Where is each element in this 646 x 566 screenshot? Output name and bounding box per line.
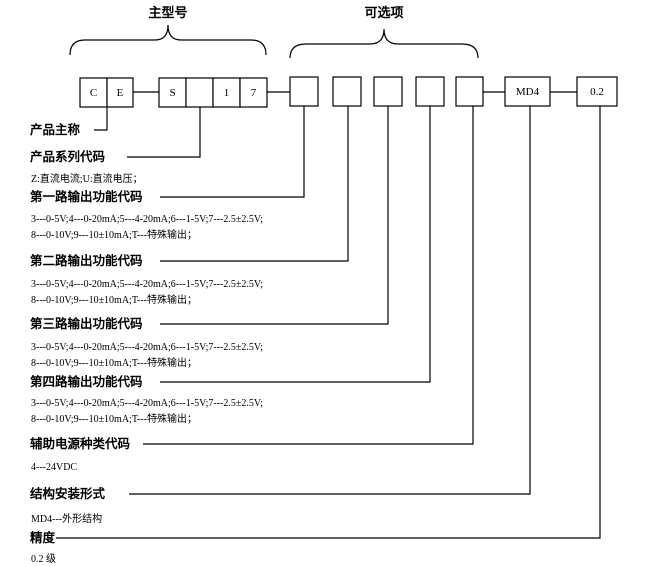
code-box-11	[455, 76, 484, 107]
label-series-code: 产品系列代码	[30, 149, 105, 164]
code-box-13	[576, 76, 618, 107]
code-box-2	[106, 77, 134, 108]
code-box-6	[239, 77, 268, 108]
code-box-3	[158, 77, 187, 108]
desc-output-3-line-2: 8---0-10V;9---10±10mA;T---特殊输出；	[31, 356, 197, 369]
code-box-10	[415, 76, 445, 107]
label-product-name: 产品主称	[30, 122, 81, 137]
label-mounting: 结构安装形式	[30, 486, 106, 501]
desc-output-2-line-1: 3---0-5V;4---0-20mA;5---4-20mA;6---1-5V;…	[31, 279, 263, 290]
desc-accuracy: 0.2 级	[31, 553, 56, 565]
label-output-3: 第三路输出功能代码	[30, 316, 143, 331]
code-char-13: 0.2	[590, 86, 604, 98]
options-header: 可选项	[364, 5, 403, 21]
leader-8	[129, 106, 531, 495]
leader-1	[94, 107, 108, 131]
code-char-1: C	[90, 87, 97, 99]
label-output-4: 第四路输出功能代码	[30, 374, 143, 389]
leader-9	[56, 106, 601, 539]
desc-output-2-line-2: 8---0-10V;9---10±10mA;T---特殊输出；	[31, 293, 197, 306]
field-descriptions: Z:直流电流;U:直流电压； 3---0-5V;4---0-20mA;5---4…	[31, 172, 263, 565]
code-box-7	[289, 76, 319, 107]
main-model-header: 主型号	[148, 5, 187, 21]
label-power-supply: 辅助电源种类代码	[30, 436, 130, 451]
code-box-8	[332, 76, 362, 107]
code-char-5: 1	[224, 87, 230, 99]
code-boxes: C E S 1 7 MD4 0.2	[79, 76, 618, 108]
leader-4	[160, 106, 349, 262]
code-char-2: E	[117, 87, 124, 99]
desc-output-1-line-2: 8---0-10V;9---10±10mA;T---特殊输出；	[31, 228, 197, 241]
code-char-12: MD4	[516, 86, 540, 98]
field-labels: 产品主称 产品系列代码 第一路输出功能代码 第二路输出功能代码 第三路输出功能代…	[30, 122, 143, 545]
desc-output-3-line-1: 3---0-5V;4---0-20mA;5---4-20mA;6---1-5V;…	[31, 342, 263, 353]
leader-3	[160, 106, 305, 198]
label-accuracy: 精度	[30, 530, 56, 545]
desc-output-4-line-1: 3---0-5V;4---0-20mA;5---4-20mA;6---1-5V;…	[31, 398, 263, 409]
code-box-5	[212, 77, 241, 108]
desc-output-4-line-2: 8---0-10V;9---10±10mA;T---特殊输出；	[31, 412, 197, 425]
code-char-6: 7	[251, 87, 257, 99]
main-model-brace	[69, 24, 267, 56]
options-brace	[289, 28, 479, 59]
desc-mounting: MD4---外形结构	[31, 512, 102, 525]
code-box-1	[79, 77, 108, 108]
leader-7	[143, 106, 474, 445]
code-box-9	[373, 76, 403, 107]
label-output-2: 第二路输出功能代码	[30, 253, 143, 268]
code-char-3: S	[169, 87, 175, 99]
leader-2	[127, 107, 201, 158]
desc-series-code: Z:直流电流;U:直流电压；	[31, 172, 143, 185]
code-box-4	[185, 77, 214, 108]
leader-6	[160, 106, 431, 383]
desc-output-1-line-1: 3---0-5V;4---0-20mA;5---4-20mA;6---1-5V;…	[31, 214, 263, 225]
desc-power-supply: 4---24VDC	[31, 462, 77, 473]
leader-5	[160, 106, 389, 325]
leader-lines	[56, 106, 601, 539]
label-output-1: 第一路输出功能代码	[30, 189, 143, 204]
code-box-12	[504, 76, 551, 107]
